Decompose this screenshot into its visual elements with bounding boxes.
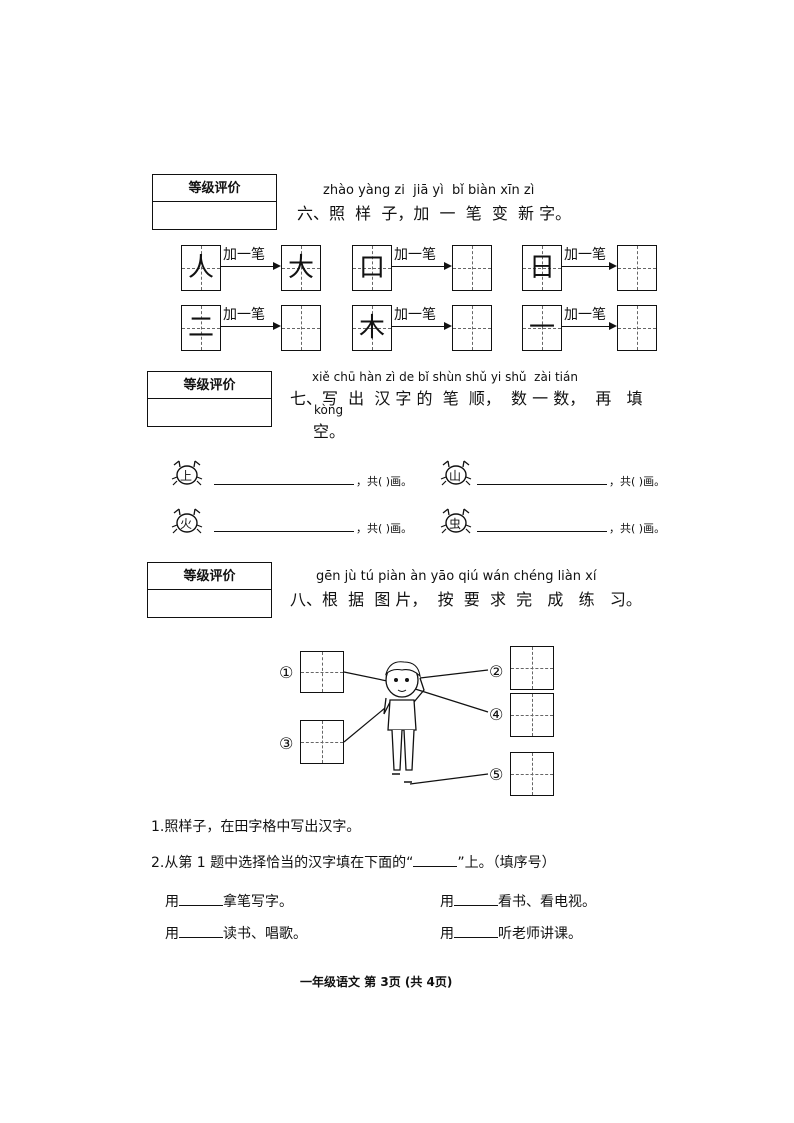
page-footer: 一年级语文 第 3页 (共 4页): [300, 975, 453, 989]
tian-grid-answer[interactable]: [452, 245, 492, 291]
crab-char: 山: [449, 469, 462, 483]
label-3: ③: [279, 734, 294, 753]
section6-title: 六、照 样 子，加 一 笔 变 新 字。: [297, 204, 572, 223]
fill-item-3: 用 读书、唱歌。: [165, 923, 307, 943]
count-text: ，共( )画。: [356, 522, 413, 535]
crab-icon: [171, 460, 203, 486]
question-2-end: ”上。（填序号）: [457, 855, 556, 871]
label-5: ⑤: [489, 765, 504, 784]
section8-title: 八、根 据 图 片， 按 要 求 完 成 练 习。: [290, 590, 642, 609]
grid-char: [282, 306, 320, 350]
fill-pre: 用: [440, 926, 454, 942]
tian-grid-answer[interactable]: [617, 305, 657, 351]
grid-char: [618, 246, 656, 290]
crab-char: 火: [180, 517, 193, 531]
tian-grid-answer[interactable]: [300, 651, 344, 693]
tian-grid-answer[interactable]: [617, 245, 657, 291]
tian-grid-answer[interactable]: [300, 720, 344, 764]
arrow-label: 加一笔: [394, 307, 436, 323]
section8-pinyin: gēn jù tú piàn àn yāo qiú wán chéng liàn…: [316, 569, 597, 584]
add-stroke-arrow: 加一笔: [562, 247, 617, 270]
grid-char: 大: [287, 253, 314, 283]
grid-char: [618, 306, 656, 350]
section7-title: 七、写 出 汉 字 的 笔 顺， 数 一 数， 再 填: [290, 389, 643, 408]
answer-blank[interactable]: [454, 894, 498, 906]
crab-icon: [440, 508, 472, 534]
count-text: ，共( )画。: [609, 475, 666, 488]
fill-item-4: 用 听老师讲课。: [440, 923, 582, 943]
add-stroke-arrow: 加一笔: [392, 307, 452, 330]
tian-grid: 日: [522, 245, 562, 291]
label-2: ②: [489, 662, 504, 681]
tian-grid: 口: [352, 245, 392, 291]
answer-blank[interactable]: [179, 926, 223, 938]
grid-char: [453, 306, 491, 350]
add-stroke-arrow: 加一笔: [392, 247, 452, 270]
tian-grid: 一: [522, 305, 562, 351]
grid-char: 二: [187, 313, 214, 343]
fill-item-1: 用 拿笔写字。: [165, 891, 293, 911]
fill-pre: 用: [440, 894, 454, 910]
grid-char: [453, 246, 491, 290]
count-text: ，共( )画。: [609, 522, 666, 535]
answer-line[interactable]: [477, 471, 607, 485]
crab-char: 上: [180, 469, 193, 483]
answer-blank[interactable]: [454, 926, 498, 938]
question-1: 1.照样子，在田字格中写出汉字。: [151, 819, 361, 835]
fill-pre: 用: [165, 926, 179, 942]
grade-box-8: 等级评价: [147, 562, 272, 618]
answer-line[interactable]: [477, 518, 607, 532]
answer-line[interactable]: [214, 518, 354, 532]
section7-pinyin2: kòng: [314, 403, 344, 417]
crab-icon: [440, 460, 472, 486]
fill-post: 拿笔写字。: [223, 894, 293, 910]
count-text: ，共( )画。: [356, 475, 413, 488]
section7-title2: 空。: [313, 422, 346, 441]
fill-blank: [413, 855, 458, 867]
tian-grid-answer[interactable]: [510, 693, 554, 737]
fill-pre: 用: [165, 894, 179, 910]
tian-grid-answer[interactable]: [510, 646, 554, 690]
question-2: 2.从第 1 题中选择恰当的汉字填在下面的“ ”上。（填序号）: [151, 852, 556, 872]
child-figure-icon: [343, 661, 489, 785]
tian-grid-answer[interactable]: [510, 752, 554, 796]
label-4: ④: [489, 705, 504, 724]
grid-char: 一: [528, 313, 555, 343]
tian-grid-answer[interactable]: [281, 305, 321, 351]
fill-post: 看书、看电视。: [498, 894, 596, 910]
grid-char: 口: [358, 253, 385, 283]
tian-grid-answer[interactable]: [452, 305, 492, 351]
add-stroke-arrow: 加一笔: [221, 307, 281, 330]
answer-line[interactable]: [214, 471, 354, 485]
grade-label: 等级评价: [153, 175, 276, 202]
label-1: ①: [279, 663, 294, 682]
fill-post: 读书、唱歌。: [223, 926, 307, 942]
grade-box-6: 等级评价: [152, 174, 277, 230]
arrow-label: 加一笔: [564, 307, 606, 323]
answer-blank[interactable]: [179, 894, 223, 906]
arrow-label: 加一笔: [223, 307, 265, 323]
grade-label: 等级评价: [148, 563, 271, 590]
arrow-label: 加一笔: [564, 247, 606, 263]
grid-char: 日: [528, 253, 555, 283]
grade-label: 等级评价: [148, 372, 271, 399]
fill-item-2: 用 看书、看电视。: [440, 891, 596, 911]
grid-char: 人: [187, 253, 214, 283]
tian-grid: 人: [181, 245, 221, 291]
crab-char: 虫: [449, 517, 462, 531]
add-stroke-arrow: 加一笔: [562, 307, 617, 330]
tian-grid: 大: [281, 245, 321, 291]
tian-grid: 木: [352, 305, 392, 351]
arrow-label: 加一笔: [394, 247, 436, 263]
tian-grid: 二: [181, 305, 221, 351]
arrow-label: 加一笔: [223, 247, 265, 263]
question-2-text: 2.从第 1 题中选择恰当的汉字填在下面的“: [151, 855, 414, 871]
section6-pinyin: zhào yàng zi jiā yì bǐ biàn xīn zì: [323, 183, 535, 198]
grade-box-7: 等级评价: [147, 371, 272, 427]
fill-post: 听老师讲课。: [498, 926, 582, 942]
grid-char: 木: [358, 313, 385, 343]
section7-pinyin: xiě chū hàn zì de bǐ shùn shǔ yi shǔ zài…: [312, 370, 578, 384]
crab-icon: [171, 508, 203, 534]
add-stroke-arrow: 加一笔: [221, 247, 281, 270]
